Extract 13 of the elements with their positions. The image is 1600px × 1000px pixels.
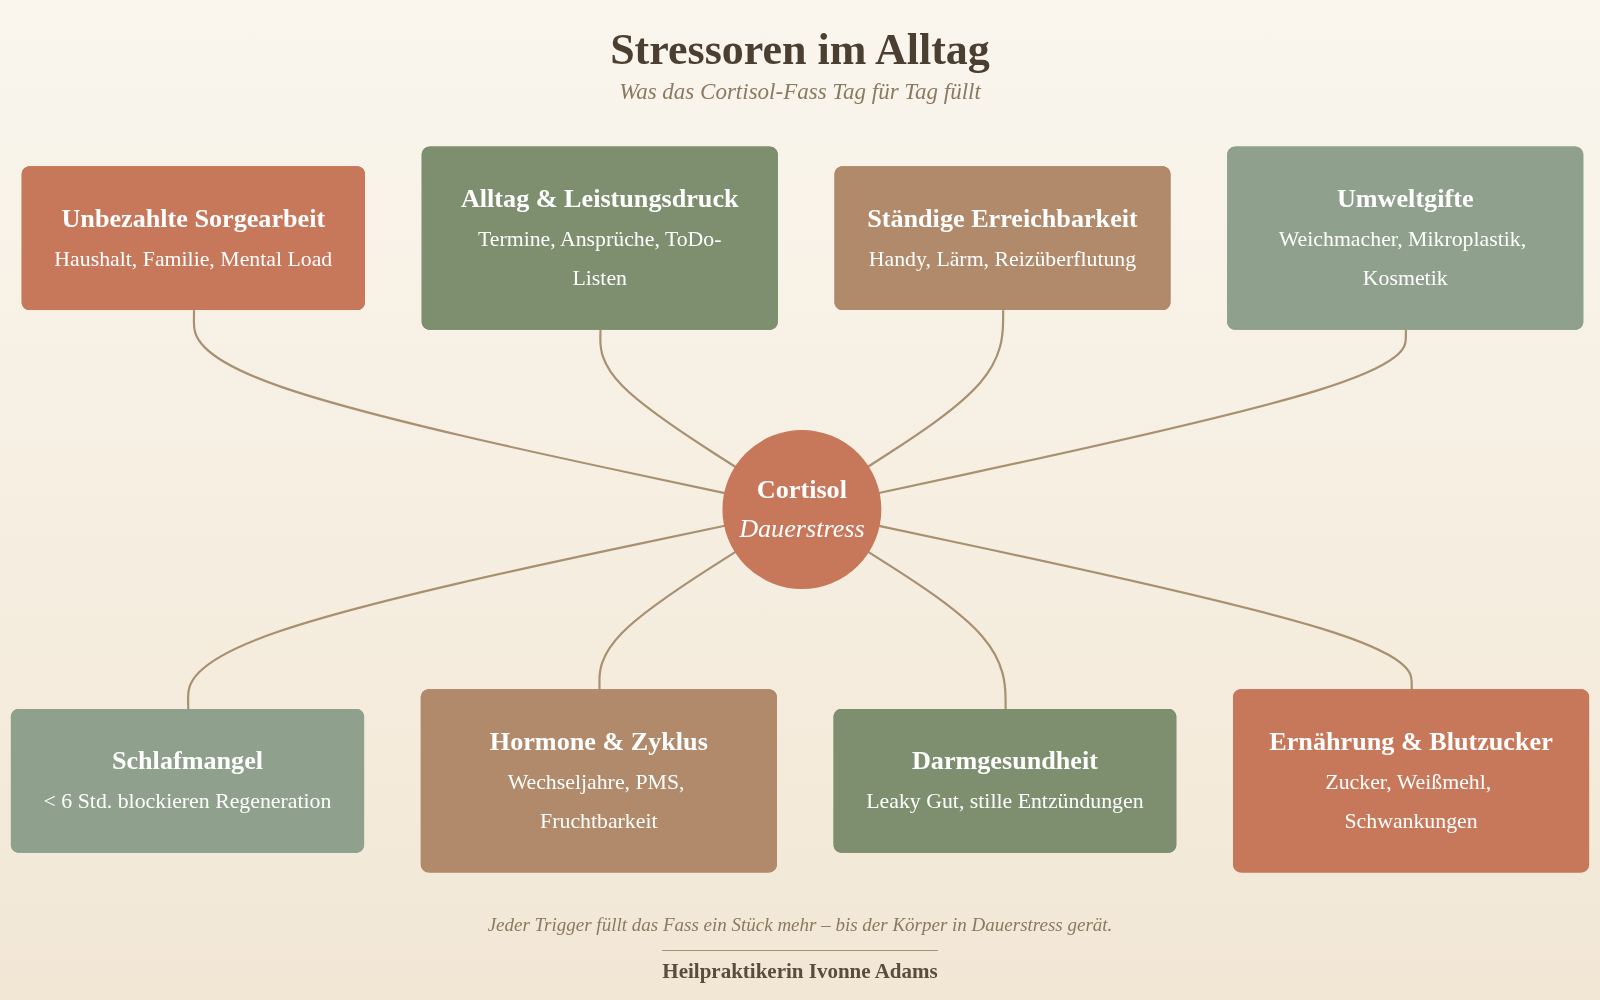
connector xyxy=(187,524,726,711)
author-name: Heilpraktikerin Ivonne Adams xyxy=(662,959,938,984)
node-circle: Cortisol Dauerstress xyxy=(722,430,882,589)
title: Stressoren im Alltag xyxy=(610,24,990,75)
connector xyxy=(878,524,1413,691)
connector xyxy=(192,310,726,495)
connector xyxy=(598,550,737,691)
connector xyxy=(599,329,737,468)
subtitle: Was das Cortisol-Fass Tag für Tag füllt xyxy=(619,79,981,105)
connector xyxy=(878,329,1408,495)
connector xyxy=(867,550,1007,711)
connector xyxy=(867,310,1005,468)
caption: Jeder Trigger füllt das Fass ein Stück mehr – bis der Körper in Dauerstress gerät. xyxy=(487,914,1113,936)
